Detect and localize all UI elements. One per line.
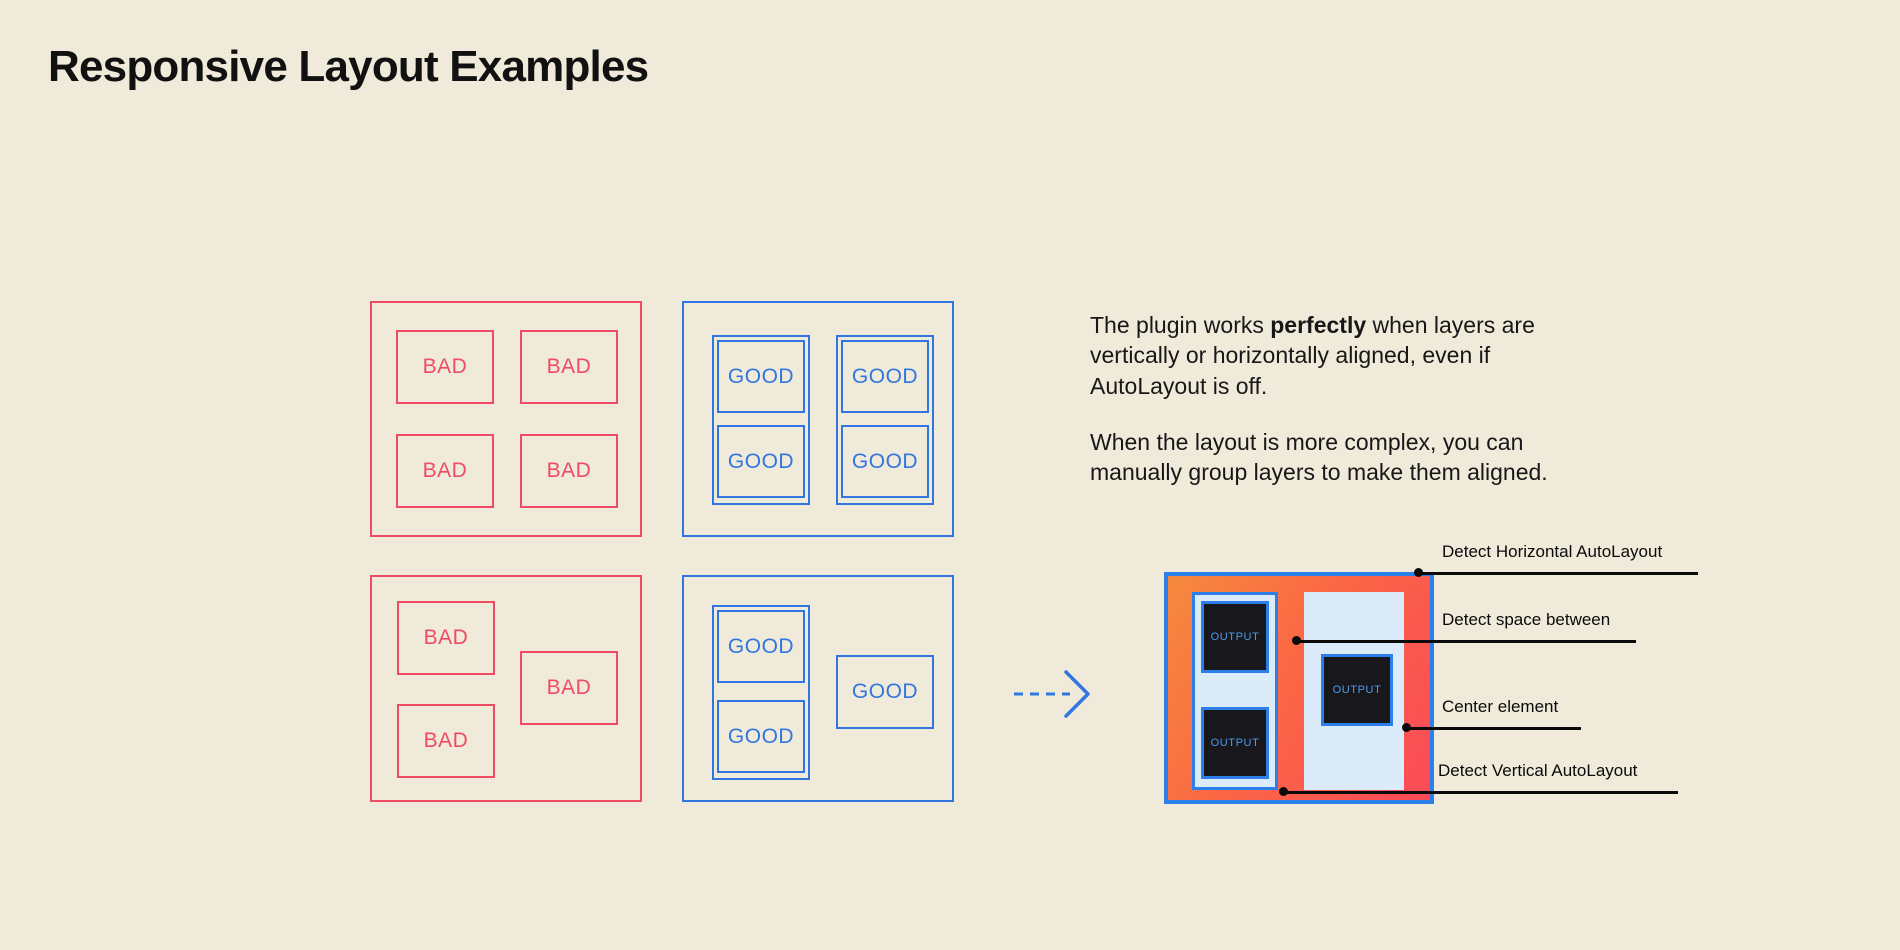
page-title: Responsive Layout Examples — [48, 42, 649, 91]
callout-label-center-element: Center element — [1442, 697, 1559, 716]
output-box: OUTPUT — [1201, 601, 1269, 673]
description-text: The plugin works perfectly when layers a… — [1090, 310, 1560, 488]
callout-line-vertical-autolayout — [1283, 791, 1678, 794]
bad-complex-example: BAD BAD BAD — [370, 575, 642, 802]
paragraph-one-part-a: The plugin works — [1090, 312, 1271, 338]
bad-box: BAD — [520, 434, 618, 508]
good-group-stack: GOOD GOOD — [712, 605, 810, 780]
bad-box: BAD — [520, 330, 618, 404]
callout-line-center-element — [1406, 727, 1581, 730]
callout-label-vertical-autolayout: Detect Vertical AutoLayout — [1438, 761, 1638, 780]
callout-line-space-between — [1296, 640, 1636, 643]
good-box: GOOD — [717, 700, 805, 773]
callout-label-horizontal-autolayout: Detect Horizontal AutoLayout — [1442, 542, 1663, 561]
paragraph-two: When the layout is more complex, you can… — [1090, 429, 1548, 486]
paragraph-one-emphasis: perfectly — [1270, 312, 1367, 338]
paragraph-one-part-b: when layers are vertically or horizontal… — [1090, 312, 1535, 399]
good-grid-example: GOOD GOOD GOOD GOOD — [682, 301, 954, 537]
good-box: GOOD — [717, 610, 805, 683]
bad-box: BAD — [397, 704, 495, 778]
good-box: GOOD — [717, 340, 805, 413]
good-box: GOOD — [841, 425, 929, 498]
callout-label-space-between: Detect space between — [1442, 610, 1611, 629]
output-box: OUTPUT — [1201, 707, 1269, 779]
autolayout-detection-mockup: OUTPUT OUTPUT OUTPUT — [1164, 572, 1434, 804]
mock-vertical-group-column: OUTPUT OUTPUT — [1192, 592, 1278, 790]
output-box: OUTPUT — [1321, 654, 1393, 726]
good-complex-example: GOOD GOOD GOOD — [682, 575, 954, 802]
good-box: GOOD — [841, 340, 929, 413]
paragraph-one: The plugin works perfectly when layers a… — [1090, 310, 1560, 401]
paragraph-spacer — [1090, 401, 1560, 427]
callout-line-horizontal-autolayout — [1418, 572, 1698, 575]
bad-box: BAD — [396, 434, 494, 508]
good-box: GOOD — [717, 425, 805, 498]
good-group-column-left: GOOD GOOD — [712, 335, 810, 505]
flow-arrow — [1012, 668, 1096, 725]
good-box: GOOD — [836, 655, 934, 729]
bad-grid-example: BAD BAD BAD BAD — [370, 301, 642, 537]
bad-box: BAD — [396, 330, 494, 404]
bad-box: BAD — [397, 601, 495, 675]
mock-center-column: OUTPUT — [1304, 592, 1404, 790]
bad-box: BAD — [520, 651, 618, 725]
good-group-column-right: GOOD GOOD — [836, 335, 934, 505]
